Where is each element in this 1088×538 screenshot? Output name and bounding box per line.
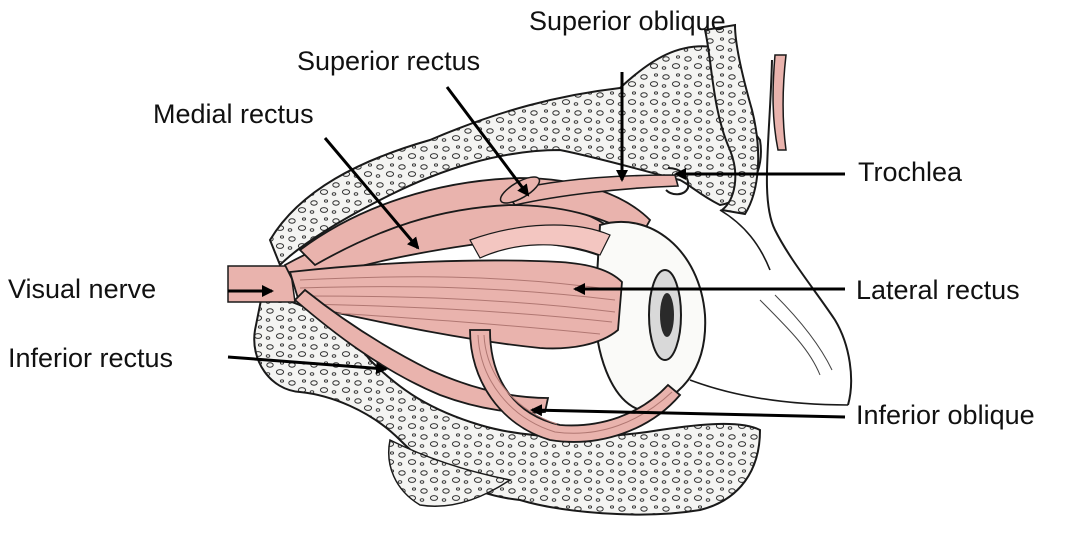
label-inferior-rectus: Inferior rectus	[8, 343, 173, 373]
brow-muscle	[773, 55, 786, 150]
pupil	[660, 293, 674, 337]
label-trochlea: Trochlea	[858, 157, 962, 187]
label-superior-rectus: Superior rectus	[297, 46, 480, 76]
label-superior-oblique: Superior oblique	[529, 6, 726, 36]
eyelid-lines	[760, 295, 832, 375]
label-medial-rectus: Medial rectus	[153, 99, 314, 129]
arrow-inferior-oblique	[532, 410, 845, 417]
label-inferior-oblique: Inferior oblique	[856, 400, 1035, 430]
optic-nerve	[228, 266, 295, 302]
eyelid-lower	[690, 380, 848, 405]
label-lateral-rectus: Lateral rectus	[856, 275, 1020, 305]
label-visual-nerve: Visual nerve	[8, 274, 156, 304]
eyelid-upper	[720, 210, 770, 270]
